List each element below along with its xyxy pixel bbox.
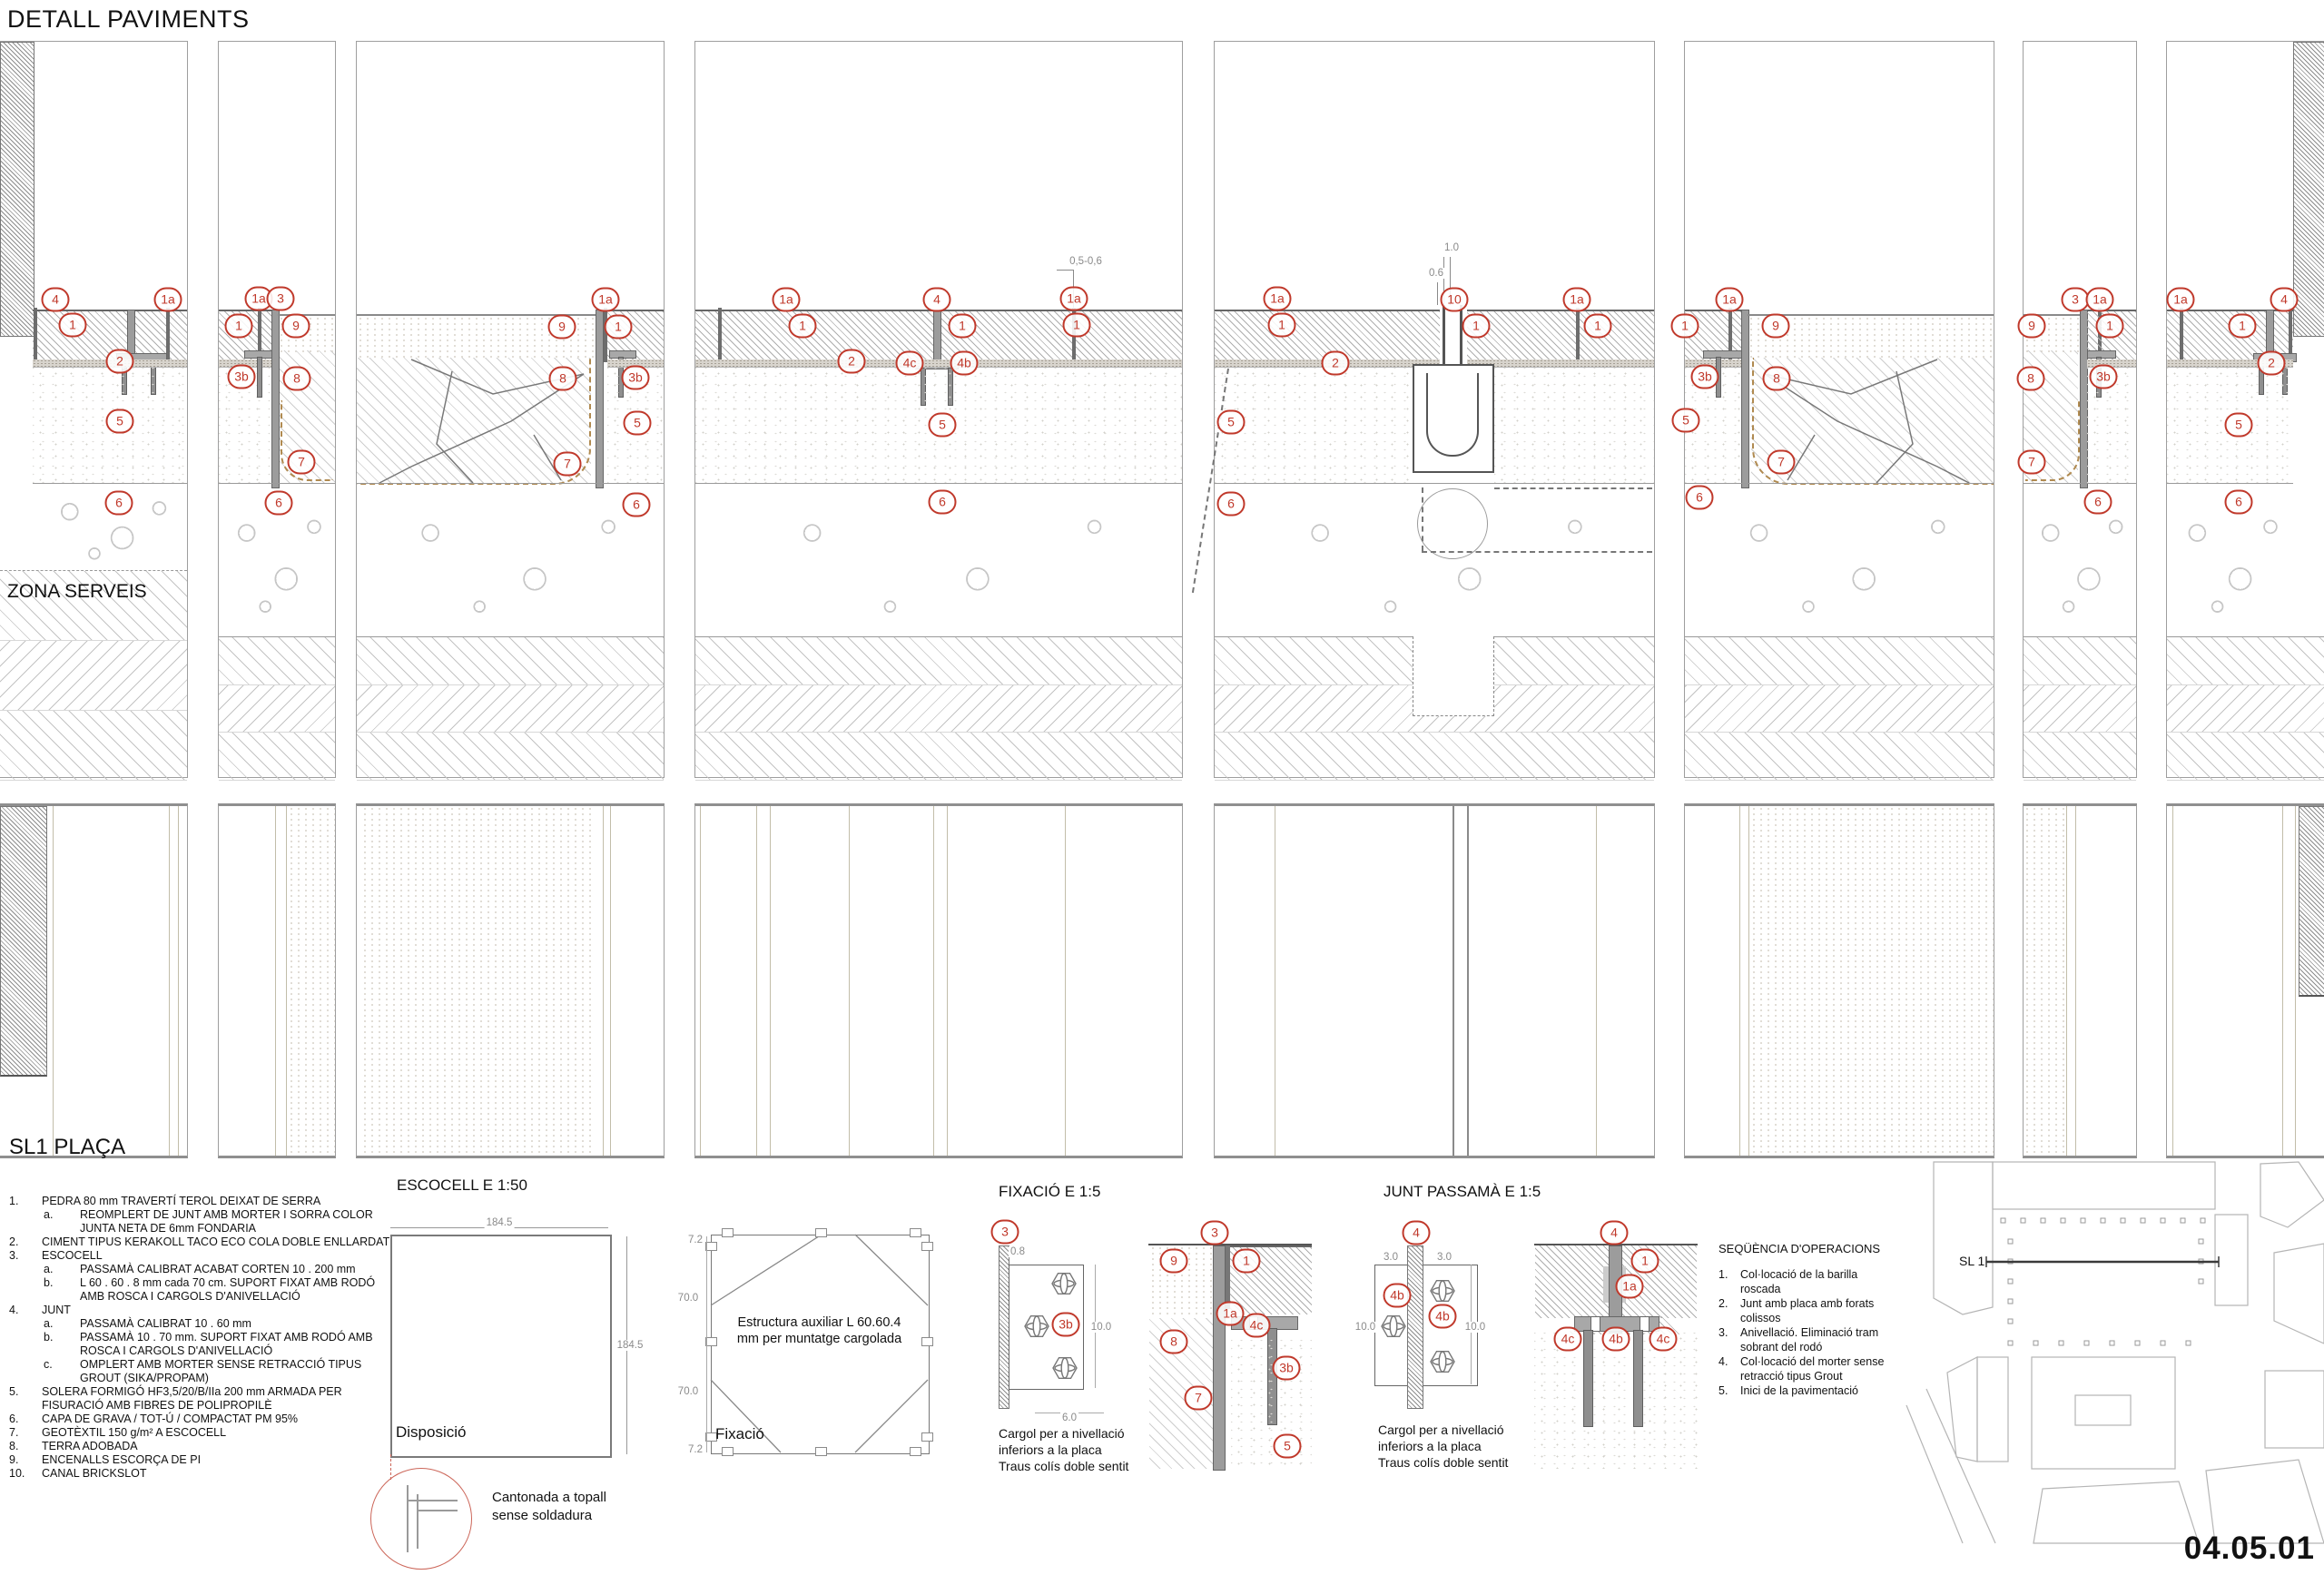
callout-3: 3 [1200,1220,1229,1245]
disposicio-label: Disposició [396,1423,467,1441]
legend-item: 7.GEOTÈXTIL 150 g/m² A ESCOCELL [9,1426,227,1439]
aux-structure-note: Estructura auxiliar L 60.60.4 mm per mun… [736,1315,902,1346]
dim-line [706,1236,707,1452]
legend-item: 3.ESCOCELL [9,1249,103,1262]
dimension-text: 184.5 [615,1340,645,1351]
threaded-rod [1633,1330,1643,1427]
corner-note: Cantonada a topall sense soldadura [492,1490,606,1523]
corner-detail-circle [370,1468,472,1570]
callout-4: 4 [1600,1220,1629,1245]
legend-item: 9.ENCENALLS ESCORÇA DE PI [9,1453,202,1466]
section-panel-2 [218,41,336,782]
sequence-item: 2.Junt amb placa amb forats colissos [1718,1297,1875,1324]
section-panel-4 [694,41,1183,782]
fixacio-diagonals [710,1234,929,1453]
dimension-text: 6.0 [1060,1413,1078,1423]
operations-sequence: SEQÜÈNCIA D'OPERACIONS 1.Col·locació de … [1718,1242,1891,1398]
section-panel-7 [2023,41,2137,782]
sequence-item: 1.Col·locació de la barilla roscada [1718,1268,1858,1295]
fixacio-note: Cargol per a nivellació inferiors a la p… [999,1426,1129,1473]
legend-item: 2.CIMENT TIPUS KERAKOLL TACO ECO COLA DO… [9,1235,390,1248]
escocell-square [390,1235,612,1458]
sequence-item: 4.Col·locació del morter sense retracció… [1718,1355,1885,1383]
dimension-text: 7.2 [686,1444,704,1455]
legend-subitem: a.REOMPLERT DE JUNT AMB MORTER I SORRA C… [44,1208,373,1235]
dim-line [390,1227,608,1228]
zona-serveis-label: ZONA SERVEIS [7,581,147,602]
dim-line [1471,1265,1472,1384]
sequence-item: 5.Inici de la pavimentació [1718,1384,1858,1397]
corten-plate [1213,1245,1226,1471]
legend-item: 1.PEDRA 80 mm TRAVERTÍ TEROL DEIXAT DE S… [9,1195,321,1207]
concrete-layer [1231,1340,1312,1469]
joint-fill [1226,1245,1230,1309]
junt-title: JUNT PASSAMÀ E 1:5 [1384,1183,1541,1200]
sequence-item: 3.Anivellació. Eliminació tram sobrant d… [1718,1326,1879,1354]
dimension-text: 7.2 [686,1235,704,1245]
bolt-slot [1640,1316,1649,1332]
legend-item: 8.TERRA ADOBADA [9,1440,138,1452]
root-lines [1764,359,1970,484]
legend-subitem: c.OMPLERT AMB MORTER SENSE RETRACCIÓ TIP… [44,1358,362,1384]
dimension-text: 70.0 [675,1386,701,1397]
plan-panel-7 [2023,803,2137,1158]
junt-note: Cargol per a nivellació inferiors a la p… [1378,1422,1509,1470]
section-panel-3 [356,41,665,782]
plan-panel-6 [1684,803,1994,1158]
bolt-slot [1249,1316,1258,1330]
passama-bar [1407,1245,1423,1409]
stone-layer [1230,1245,1312,1314]
dimension-text: 3.0 [1435,1252,1453,1263]
callout-4: 4 [1402,1220,1431,1245]
escocell-title: ESCOCELL E 1:50 [397,1176,527,1194]
section-panel-6 [1684,41,1994,782]
legend-item: 4.JUNT [9,1304,71,1316]
legend-subitem: b.L 60 . 60 . 8 mm cada 70 cm. SUPORT FI… [44,1276,376,1303]
sheet-number: 04.05.01 [2183,1531,2315,1566]
detail-leader [390,1454,391,1480]
legend-subitem: a.PASSAMÀ CALIBRAT ACABAT CORTEN 10 . 20… [44,1263,356,1275]
leveling-bolts [1024,1272,1078,1380]
sl1-placa-label: SL1 PLAÇA [9,1135,126,1159]
sequence-title: SEQÜÈNCIA D'OPERACIONS [1718,1242,1881,1255]
dimension-text: 0.8 [1009,1246,1027,1257]
fixacio15-title: FIXACIÓ E 1:5 [999,1183,1101,1200]
legend-subitem: b.PASSAMÀ 10 . 70 mm. SUPORT FIXAT AMB R… [44,1331,373,1357]
legend-item: 6.CAPA DE GRAVA / TOT-Ú / COMPACTAT PM 9… [9,1413,299,1425]
dim-line [626,1236,627,1454]
bolt-slot [1590,1316,1600,1332]
dimension-text: 10.0 [1088,1322,1114,1333]
legend-item: 10.CANAL BRICKSLOT [9,1467,147,1480]
dimension-text: 70.0 [675,1293,701,1304]
leveling-bolts [1381,1280,1455,1373]
angle-support [1231,1316,1298,1330]
legend-subitem: a.PASSAMÀ CALIBRAT 10 . 60 mm [44,1317,251,1330]
map-section-label: SL 1 [1959,1254,1984,1268]
wall-hatch [0,42,34,337]
section-panel-5 [1191,41,1655,782]
concrete-layer [1534,1333,1698,1469]
dimension-text: 3.0 [1382,1252,1400,1263]
section-panel-1 [0,41,188,781]
plan-panel-4 [694,803,1183,1158]
callout-3: 3 [990,1219,1019,1245]
site-plan-map: SL 1 [1905,1161,2324,1544]
plan-panel-8 [2166,803,2324,1158]
dim-line [1095,1265,1096,1388]
soil-layer [1149,1318,1213,1469]
legend-item: 5.SOLERA FORMIGÓ HF3,5/20/B/IIa 200 mm A… [9,1385,342,1412]
surface-line [1148,1244,1312,1245]
fixacio-label: Fixació [715,1425,764,1442]
materials-legend: 1.PEDRA 80 mm TRAVERTÍ TEROL DEIXAT DE S… [9,1195,390,1481]
plan-panel-3 [356,803,665,1158]
plan-panel-2 [218,803,336,1158]
threaded-rod [1583,1330,1593,1427]
page-title: DETALL PAVIMENTS [7,5,250,33]
plan-panel-1 [0,803,188,1158]
plan-panel-5 [1214,803,1655,1158]
mulch-layer [1149,1245,1213,1318]
section-panel-8 [2166,41,2324,782]
